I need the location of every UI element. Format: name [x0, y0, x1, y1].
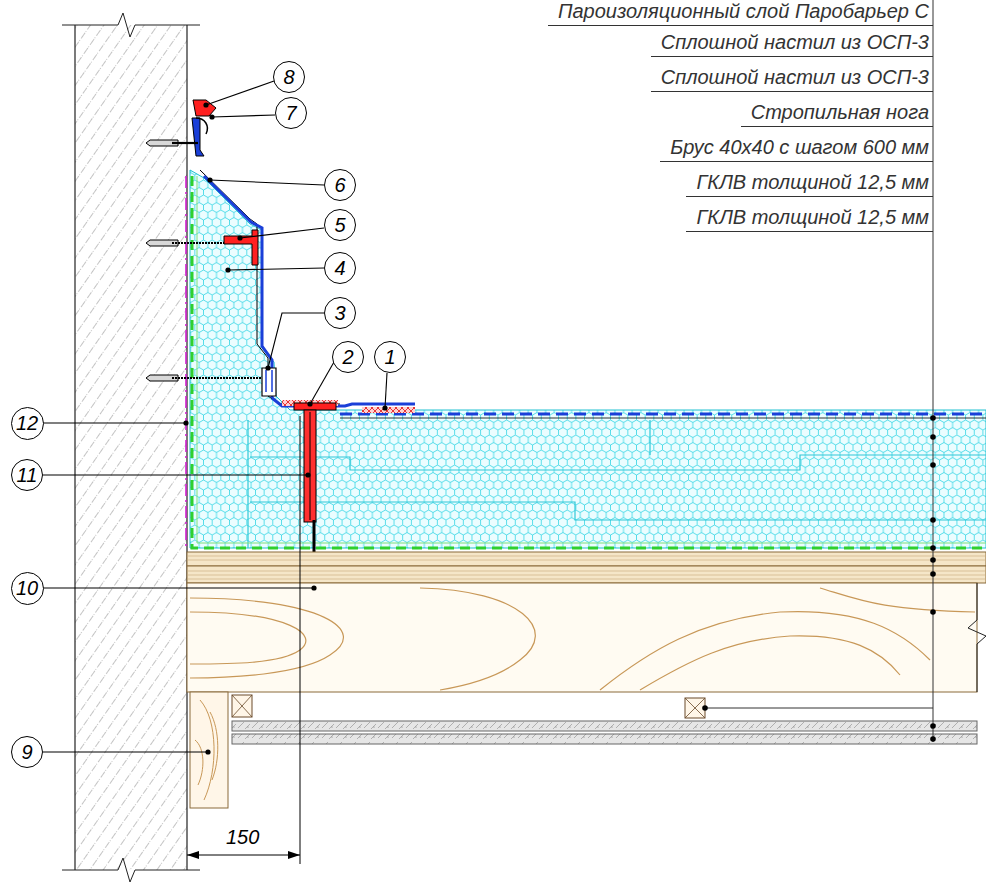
callout-circle: 11	[11, 459, 43, 491]
layer-caption: Стропильная нога	[741, 101, 933, 127]
layer-caption: Сплошной настил из ОСП-3	[651, 31, 933, 57]
callout-circle: 10	[11, 572, 44, 605]
callout-number: 6	[334, 174, 345, 196]
layer-caption: Сплошной настил из ОСП-3	[651, 66, 933, 92]
callout-number: 4	[334, 257, 345, 279]
layer-caption: ГКЛВ толщиной 12,5 мм	[686, 206, 933, 232]
callout-circle: 1	[374, 341, 406, 373]
callout-circle: 5	[324, 209, 356, 241]
callout-circle: 2	[332, 341, 364, 373]
layer-caption: Брус 40х40 с шагом 600 мм	[660, 136, 933, 162]
callout-circle: 3	[324, 297, 356, 329]
callout-number: 10	[16, 577, 38, 599]
callout-circle: 7	[275, 97, 307, 129]
callout-number: 9	[21, 741, 32, 763]
callout-circle: 4	[324, 252, 356, 284]
callout-number: 3	[334, 302, 345, 324]
callout-number: 2	[342, 346, 353, 368]
callout-number: 7	[285, 102, 296, 124]
callout-circle: 9	[11, 736, 43, 768]
callout-number: 11	[17, 464, 38, 486]
callout-number: 12	[16, 412, 38, 434]
callout-circle: 8	[273, 61, 305, 93]
callout-circle: 12	[11, 407, 44, 440]
callout-number: 5	[334, 214, 345, 236]
callout-circle: 6	[324, 169, 356, 201]
layer-caption: ГКЛВ толщиной 12,5 мм	[686, 171, 933, 197]
callout-number: 8	[283, 66, 294, 88]
callout-number: 1	[384, 346, 395, 368]
layer-caption: Пароизоляционный слой Паробарьер С	[548, 0, 933, 26]
dimension-value: 150	[224, 826, 261, 848]
